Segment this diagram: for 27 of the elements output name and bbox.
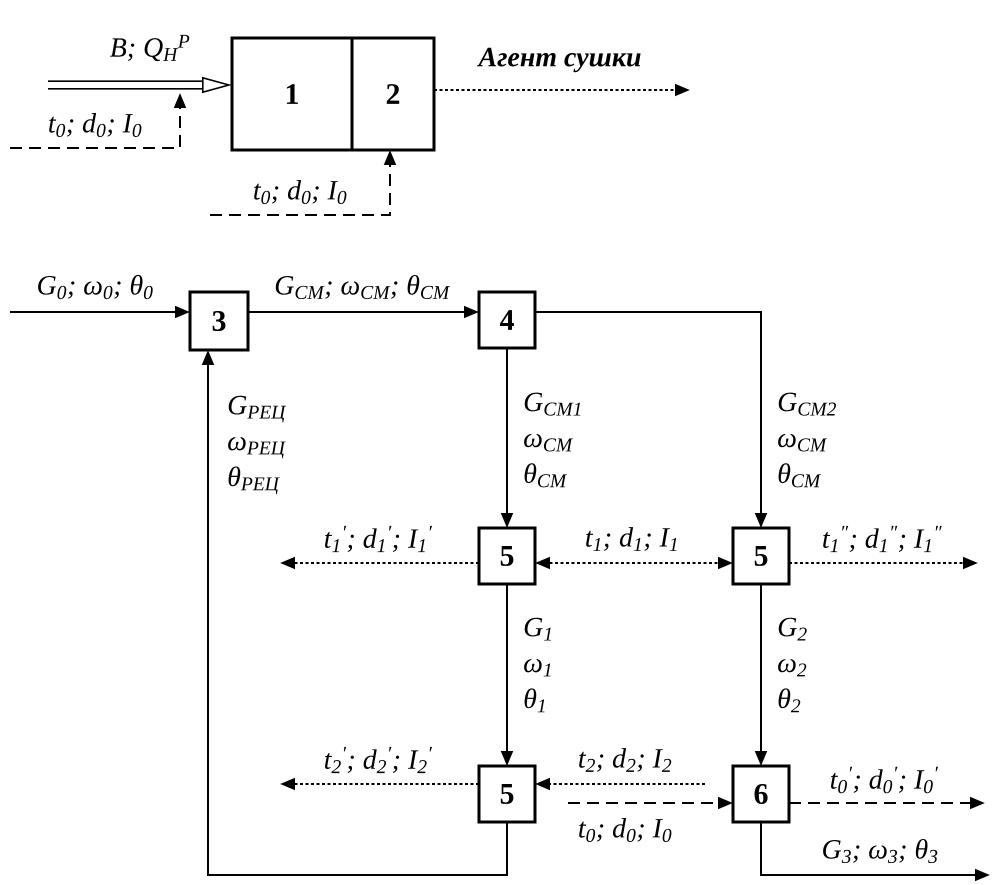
process-box: 2 [350, 36, 436, 152]
edge-label: G$_{0}$; ω$_{0}$; θ$_{0}$ [38, 274, 153, 300]
edge-label: t$_{1}$$^{″}$; d$_{1}$$^{″}$; I$_{1}$″ [823, 526, 942, 552]
edge-label: G$_{СМ}$; ω$_{СМ}$; θ$_{СМ}$ [276, 274, 450, 300]
edge-label: t$_{0}$; d$_{0}$; I$_{0}$ [49, 113, 142, 137]
edge-label: t$_{0}$$^{′}$; d$_{0}$$^{′}$; I$_{0}$′ [830, 766, 938, 794]
edge-label: G$_{СМ2}$ ω$_{СМ}$ θ$_{СМ}$ [778, 392, 836, 488]
edge-label: t$_{1}$; d$_{1}$; I$_{1}$ [586, 527, 677, 551]
edge-label: Агент сушки [477, 48, 641, 72]
edge-label: G$_{СМ1}$ ω$_{СМ}$ θ$_{СМ}$ [524, 392, 580, 488]
process-box: 5 [478, 764, 536, 824]
process-box: 4 [478, 290, 536, 350]
process-box: 3 [188, 290, 250, 352]
edge-label: G$_{2}$ ω$_{2}$ θ$_{2}$ [778, 618, 807, 712]
process-box: 1 [230, 36, 354, 152]
edge-label: В; Q$_{Н}$Р [110, 34, 190, 62]
edge-label: t$_{2}$; d$_{2}$; I$_{2}$ [579, 748, 672, 772]
edge-label: t$_{1}$$^{′}$; d$_{1}$$^{′}$; I$_{1}$′ [324, 526, 432, 552]
edge-label: t$_{0}$; d$_{0}$; I$_{0}$ [579, 818, 672, 842]
edge-label: t$_{0}$; d$_{0}$; I$_{0}$ [254, 180, 346, 204]
process-box: 6 [732, 764, 790, 824]
process-box: 5 [732, 526, 790, 586]
edge-label: t$_{2}$$^{′}$; d$_{2}$$^{′}$; I$_{2}$′ [324, 746, 432, 774]
edge-label: G$_{1}$ ω$_{1}$ θ$_{1}$ [524, 618, 552, 712]
edge-label: G$_{РЕЦ}$ ω$_{РЕЦ}$ θ$_{РЕЦ}$ [228, 396, 286, 494]
process-box: 5 [478, 526, 536, 586]
edge-label: G$_{3}$; ω$_{3}$; θ$_{3}$ [823, 838, 938, 864]
